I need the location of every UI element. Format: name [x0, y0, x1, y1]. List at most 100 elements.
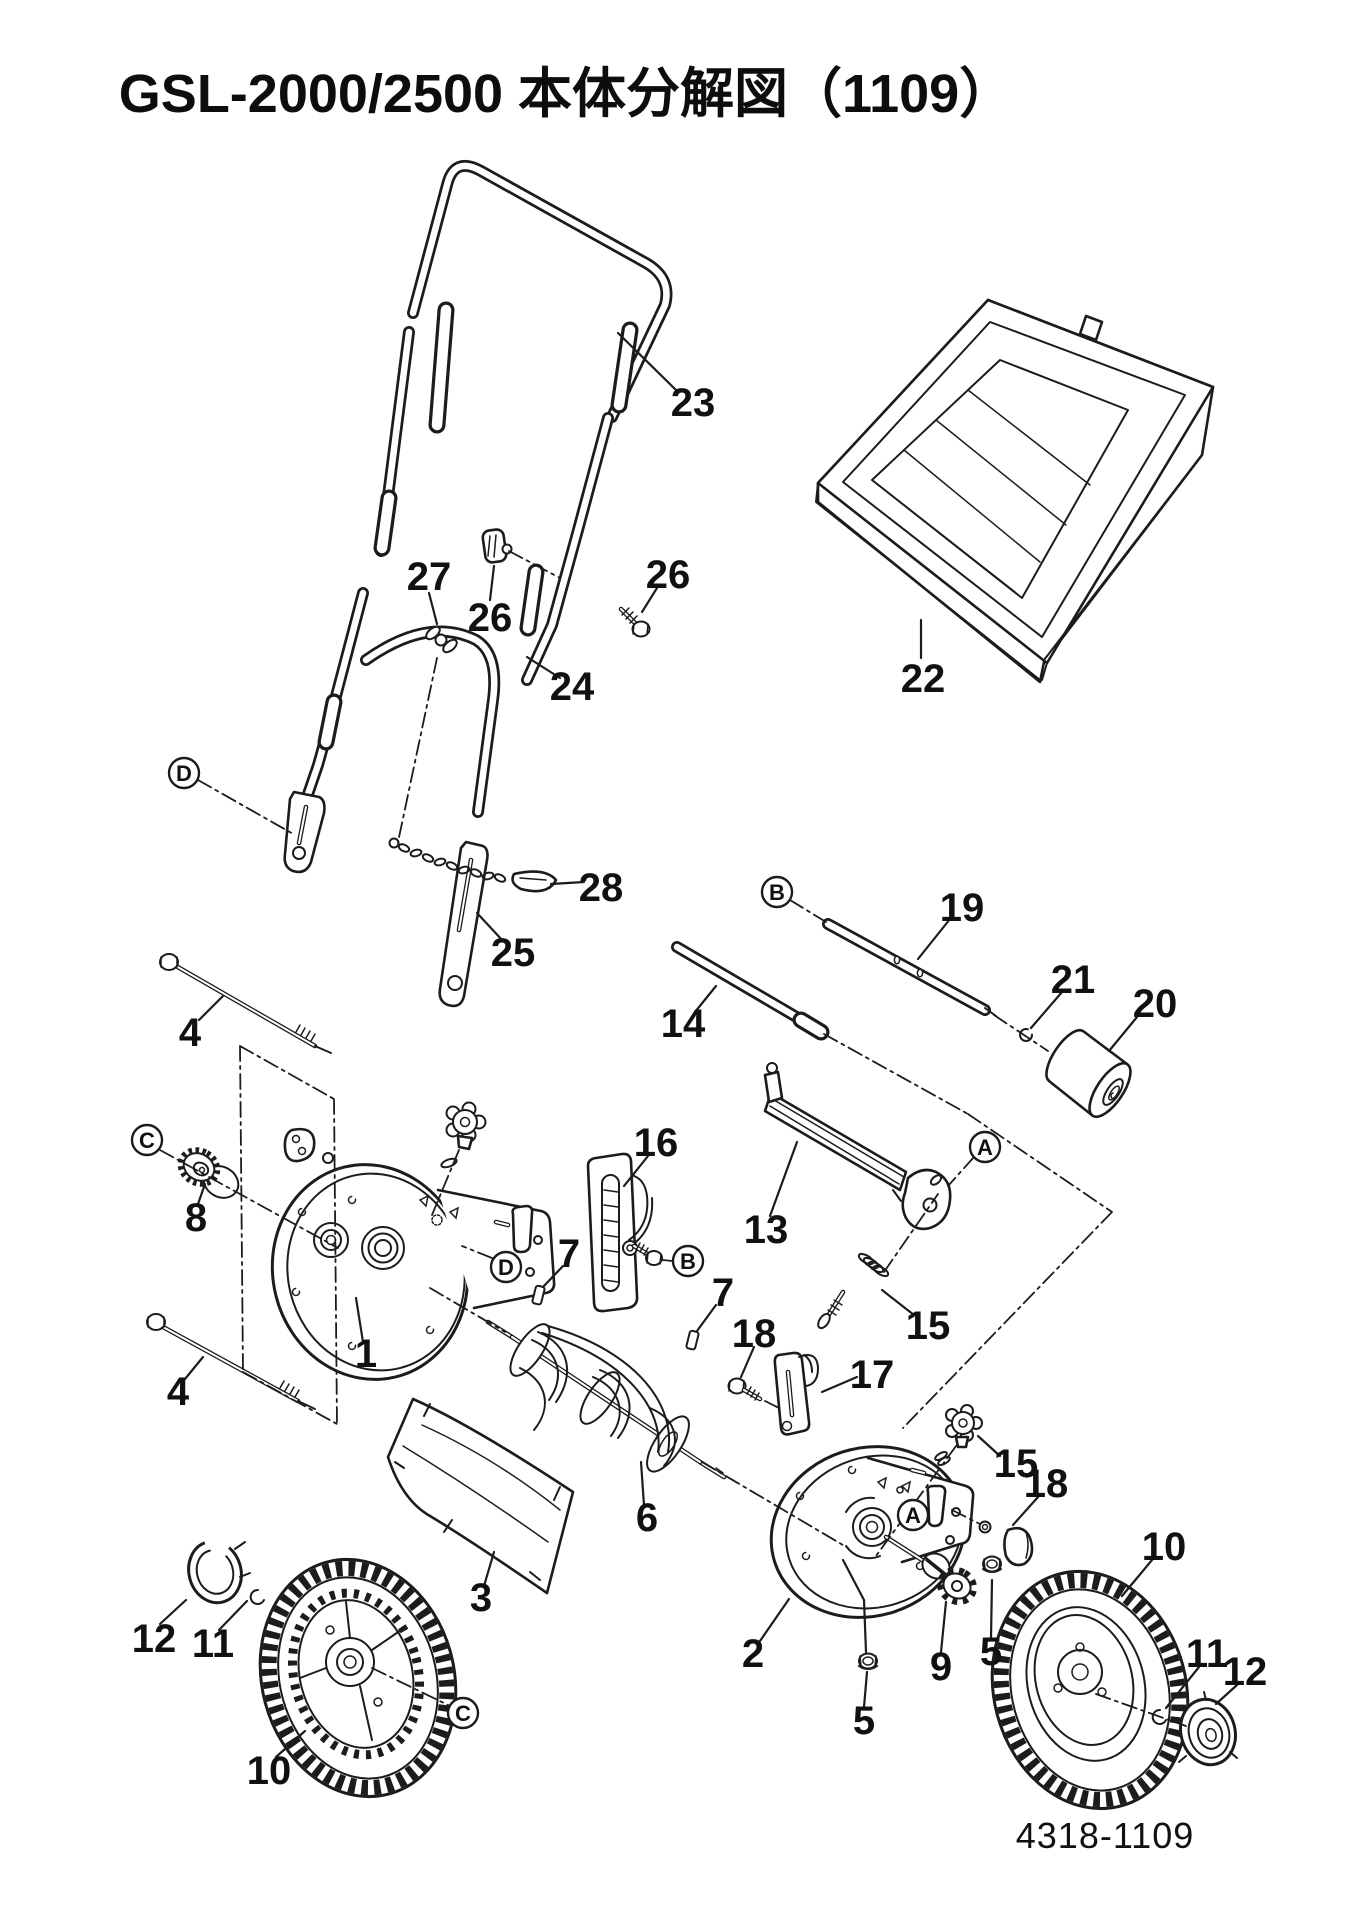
- callout-12-1: 12: [132, 1617, 177, 1661]
- wheel-right-group: [990, 1569, 1238, 1811]
- tension-spring-bolt: [817, 1252, 890, 1330]
- frame-bolt-lower: [146, 1313, 316, 1410]
- hub-cap-right: [1178, 1691, 1238, 1767]
- callout-18-1: 18: [732, 1312, 777, 1356]
- part-callouts: 23 26 26 27 24 28 25 22 19 21 20 14 4 8 …: [132, 381, 1268, 1793]
- e-clip-left: [249, 1588, 265, 1605]
- catcher-latch-tab: [1078, 314, 1104, 342]
- callout-27: 27: [407, 555, 452, 599]
- pivot-bracket: [901, 1168, 952, 1231]
- callout-1: 1: [355, 1332, 377, 1376]
- ref-letter-A1: A: [977, 1135, 993, 1160]
- retainer-ring: [1019, 1028, 1033, 1042]
- reel-adjust-knob-right: [934, 1404, 983, 1467]
- ref-letter-D1: D: [176, 761, 192, 786]
- ref-letter-C1: C: [139, 1128, 155, 1153]
- wheel-right: [990, 1569, 1190, 1811]
- washer: [978, 1520, 992, 1534]
- callout-10-2: 10: [1142, 1525, 1187, 1569]
- callout-2: 2: [742, 1632, 764, 1676]
- ref-circle-D1: [167, 756, 201, 790]
- side-plate-left-group: [146, 953, 556, 1410]
- callout-7-2: 7: [712, 1271, 734, 1315]
- wheel-left: [258, 1557, 458, 1799]
- callout-10-1: 10: [247, 1749, 292, 1793]
- reference-letters: D B C A B D A C: [130, 756, 1002, 1730]
- shield-cover: [386, 1397, 575, 1595]
- callout-12-2: 12: [1223, 1650, 1268, 1694]
- e-clip-right: [1151, 1708, 1167, 1725]
- ref-circle-A2: [896, 1498, 930, 1532]
- lock-chain: [388, 837, 558, 893]
- shaft-key-left: [531, 1284, 546, 1306]
- side-plate-left: [270, 1163, 556, 1381]
- cutter-bar: [763, 1062, 908, 1202]
- lower-handle-cross-brace: [360, 625, 501, 818]
- callout-7-1: 7: [558, 1232, 580, 1276]
- ref-circle-A1: [968, 1130, 1002, 1164]
- handle-lock-bracket: [438, 840, 489, 1008]
- callout-3: 3: [470, 1576, 492, 1620]
- callout-17: 17: [850, 1353, 895, 1397]
- callout-8: 8: [185, 1196, 207, 1240]
- axle-nut-right: [982, 1555, 1002, 1573]
- callout-6: 6: [636, 1496, 658, 1540]
- callout-20: 20: [1133, 982, 1178, 1026]
- ref-circle-D2: [489, 1250, 523, 1284]
- callout-26-2: 26: [646, 553, 691, 597]
- document-number: 4318-1109: [1016, 1815, 1195, 1856]
- callout-4-2: 4: [167, 1370, 190, 1414]
- chain-clip: [511, 870, 558, 893]
- frame-bolt-upper: [159, 953, 332, 1054]
- cutting-reel: [485, 1319, 727, 1480]
- leader-lines: [158, 331, 1239, 1759]
- callout-4-1: 4: [179, 1011, 202, 1055]
- ref-circle-B1: [760, 875, 794, 909]
- callout-25: 25: [491, 931, 536, 975]
- drive-gear-right: [921, 1552, 978, 1606]
- callout-11-1: 11: [192, 1622, 234, 1666]
- height-adjuster: [586, 1152, 654, 1313]
- shaft-key-right: [685, 1329, 700, 1351]
- hub-cap-ring-left: [187, 1539, 251, 1605]
- callout-5-1: 5: [853, 1699, 875, 1743]
- grass-catcher-box: [815, 298, 1215, 684]
- page-title: GSL-2000/2500 本体分解図（1109）: [119, 64, 1013, 124]
- reel-adjust-knob-left: [440, 1101, 487, 1169]
- callout-13: 13: [744, 1208, 789, 1252]
- callout-21: 21: [1051, 958, 1096, 1002]
- handle-clamp: [481, 528, 513, 564]
- drive-gear-left: [177, 1147, 240, 1199]
- roller-group: [671, 918, 1132, 1119]
- ref-circle-C1: [130, 1123, 164, 1157]
- callout-5-2: 5: [980, 1630, 1002, 1674]
- callout-24: 24: [550, 665, 595, 709]
- callout-16: 16: [634, 1121, 679, 1165]
- side-plate-right: [769, 1445, 975, 1619]
- adjuster-bolt: [631, 1242, 663, 1266]
- handle-assembly: [283, 159, 673, 1008]
- ref-circle-B2: [671, 1244, 705, 1278]
- callout-14: 14: [661, 1002, 706, 1046]
- callout-22: 22: [901, 657, 946, 701]
- ref-letter-A2: A: [905, 1503, 921, 1528]
- stop-bracket: [773, 1351, 819, 1436]
- callout-26-1: 26: [468, 596, 513, 640]
- callout-23: 23: [671, 381, 716, 425]
- construction-lines: [159, 550, 1187, 1727]
- callout-9: 9: [930, 1645, 952, 1689]
- callout-11-2: 11: [1186, 1632, 1228, 1676]
- callout-15-1: 15: [906, 1304, 951, 1348]
- ref-letter-B2: B: [680, 1249, 696, 1274]
- wheel-left-group: [187, 1539, 458, 1799]
- axle-nut-center: [858, 1652, 878, 1670]
- callout-19: 19: [940, 886, 985, 930]
- rear-roller: [1045, 1028, 1132, 1119]
- ref-circle-C2: [446, 1696, 480, 1730]
- callout-18-2: 18: [1024, 1462, 1069, 1506]
- ref-letter-B1: B: [769, 880, 785, 905]
- cutter-deck-group: [586, 1062, 952, 1436]
- ref-letter-C2: C: [455, 1701, 471, 1726]
